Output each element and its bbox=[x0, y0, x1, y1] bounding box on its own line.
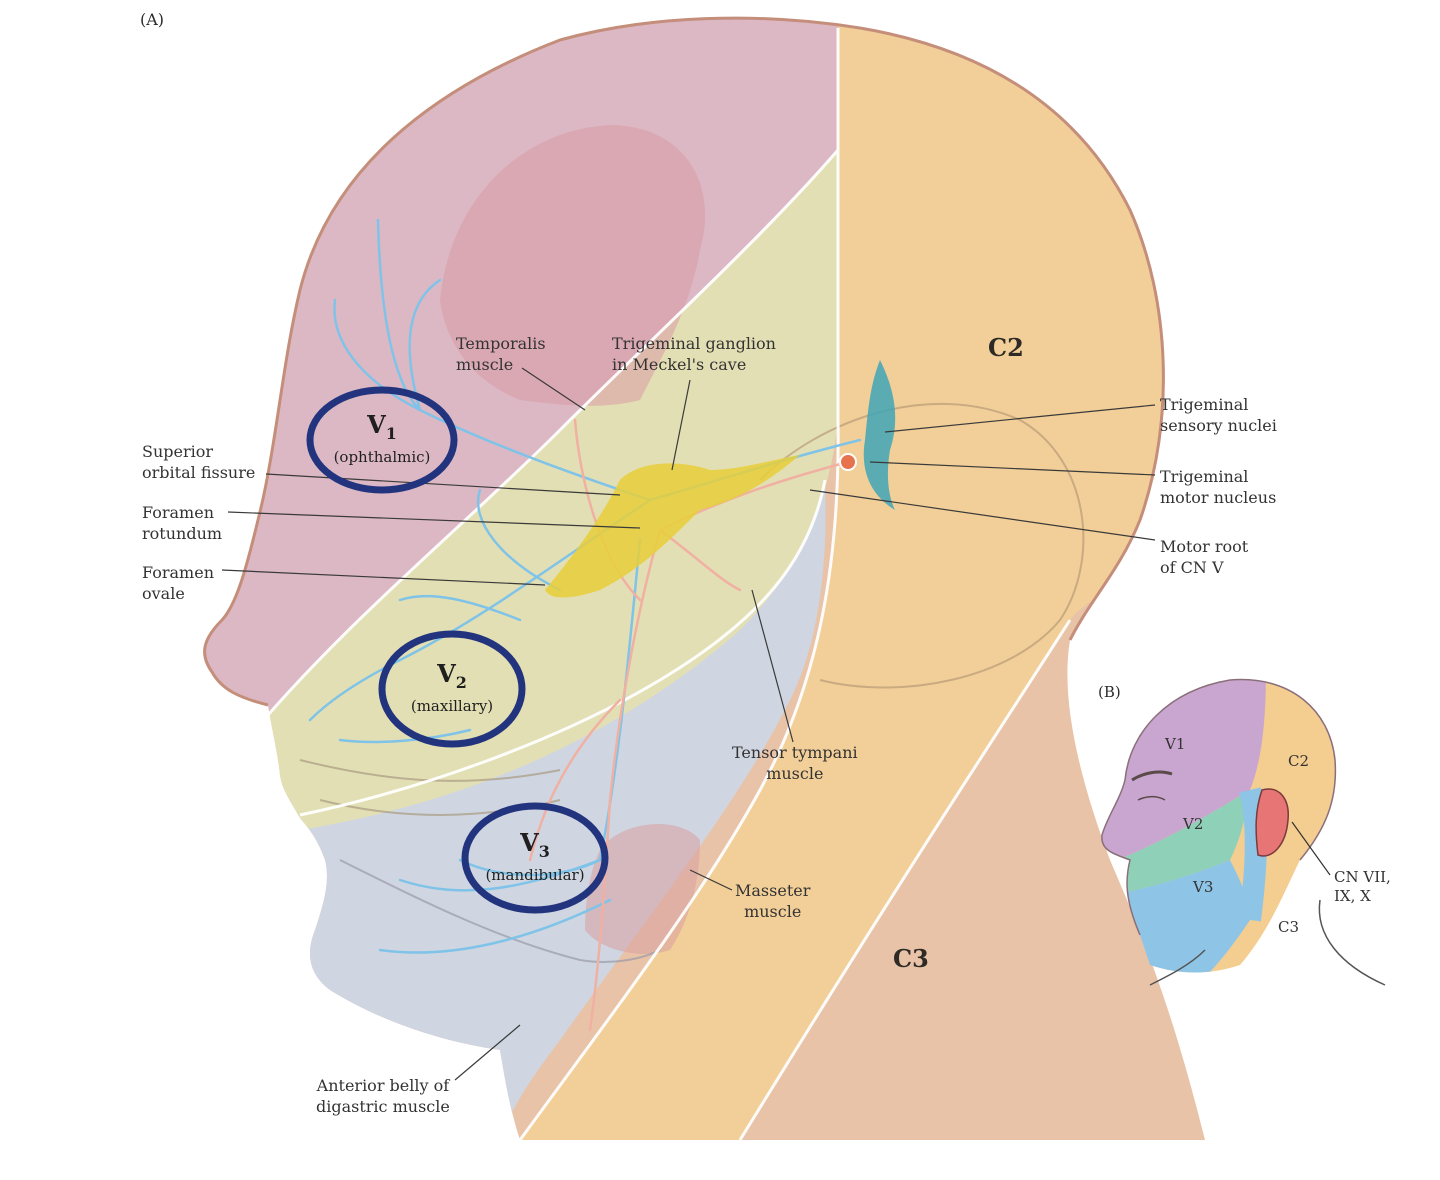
panel-b-v1: V1 bbox=[1165, 735, 1186, 753]
zone-c2-label: C2 bbox=[988, 333, 1024, 362]
v2-name: (maxillary) bbox=[410, 696, 494, 715]
c2-zone-fill bbox=[520, 18, 1205, 1140]
panel-b-c2: C2 bbox=[1288, 752, 1310, 770]
trigeminal-ganglion-shape bbox=[545, 455, 800, 598]
motor-nucleus-dot bbox=[839, 453, 857, 471]
leader-lines bbox=[221, 367, 1156, 1081]
zone-boundaries bbox=[266, 28, 1072, 1141]
head-outline bbox=[203, 16, 1165, 707]
v1-circle bbox=[306, 386, 458, 494]
masseter-muscle-shape bbox=[585, 823, 700, 954]
v2-label: V2 (maxillary) bbox=[377, 661, 527, 716]
motor-nerves bbox=[528, 418, 850, 1032]
v3-zone-fill bbox=[204, 480, 826, 1140]
panel-a-label: (A) bbox=[140, 10, 165, 29]
panel-b-label: (B) bbox=[1098, 683, 1121, 701]
head-zones bbox=[204, 18, 1205, 1141]
division-circles bbox=[306, 386, 609, 914]
panel-b-cn-label: CN VII,IX, X bbox=[1334, 868, 1391, 905]
panel-b-c3: C3 bbox=[1278, 918, 1300, 936]
v3-label: V3 (mandibular) bbox=[460, 830, 610, 885]
panel-b-v3: V3 bbox=[1193, 878, 1214, 896]
v2-circle bbox=[378, 630, 526, 748]
panel-b-v2: V2 bbox=[1183, 815, 1204, 833]
v1-name: (ophthalmic) bbox=[333, 447, 431, 466]
temporalis-muscle-shape bbox=[440, 125, 706, 406]
v3-circle bbox=[461, 802, 609, 914]
v1-label: V1 (ophthalmic) bbox=[307, 412, 457, 467]
sensory-nuclei-shape bbox=[863, 360, 896, 510]
zone-c3-label: C3 bbox=[893, 944, 929, 973]
mandible-outline bbox=[339, 859, 661, 963]
v3-name: (mandibular) bbox=[485, 865, 585, 884]
